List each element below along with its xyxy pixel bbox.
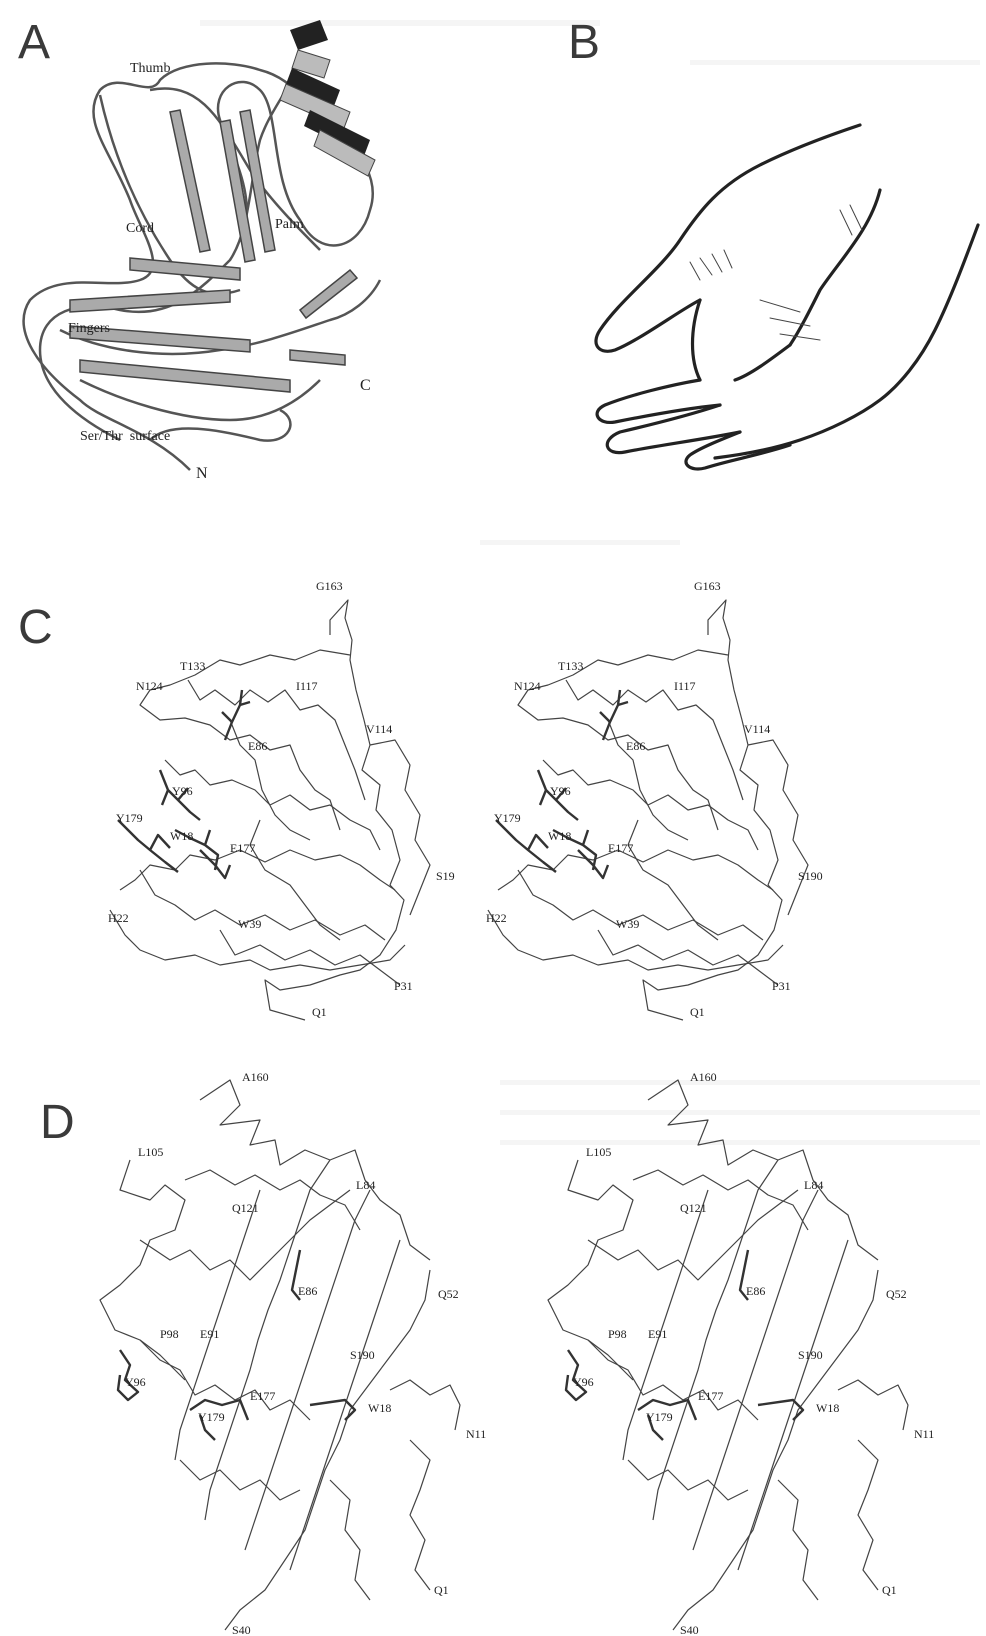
residue-label: Y179 xyxy=(198,1410,225,1424)
panel-a-ribbon-diagram: Thumb Cord Palm Fingers C Ser/Thr surfac… xyxy=(24,20,380,482)
residue-label: T133 xyxy=(558,659,583,673)
label-fingers: Fingers xyxy=(68,321,110,336)
panel-d-right-trace: A160 L105 L84 Q121 E86 Q52 P98 E91 S190 … xyxy=(548,1070,934,1636)
residue-label: Y96 xyxy=(550,784,571,798)
panel-d-letter: D xyxy=(40,1096,75,1149)
residue-label: Q1 xyxy=(690,1005,705,1019)
panel-c-right-trace: G163 T133 N124 I117 V114 E86 Y96 Y179 W1… xyxy=(486,579,823,1020)
residue-label: Q1 xyxy=(434,1583,449,1597)
panel-a-letter: A xyxy=(18,16,50,69)
residue-label: E177 xyxy=(608,841,633,855)
residue-label: W18 xyxy=(368,1401,391,1415)
residue-label: Q52 xyxy=(886,1287,907,1301)
residue-label: Y96 xyxy=(573,1375,594,1389)
residue-label: W39 xyxy=(616,917,639,931)
residue-label: Y96 xyxy=(172,784,193,798)
residue-label: E177 xyxy=(230,841,255,855)
residue-label: I117 xyxy=(674,679,696,693)
beta-strand-icon xyxy=(300,270,357,318)
residue-label: S40 xyxy=(680,1623,699,1636)
residue-label: E177 xyxy=(250,1389,275,1403)
panel-b-letter: B xyxy=(568,16,600,69)
residue-label: G163 xyxy=(694,579,721,593)
panel-b: B xyxy=(568,16,978,469)
residue-label: N11 xyxy=(466,1427,486,1441)
residue-label: S190 xyxy=(798,1348,823,1362)
residue-label: E86 xyxy=(626,739,645,753)
beta-strand-icon xyxy=(290,350,345,365)
residue-label: I117 xyxy=(296,679,318,693)
residue-label: P31 xyxy=(772,979,791,993)
residue-label: Y179 xyxy=(116,811,143,825)
residue-label: H22 xyxy=(486,911,507,925)
residue-label: P31 xyxy=(394,979,413,993)
panel-c-left-trace: G163 T133 N124 I117 V114 E86 Y96 Y179 W1… xyxy=(108,579,455,1020)
residue-label: S19 xyxy=(436,869,455,883)
residue-label: T133 xyxy=(180,659,205,673)
residue-label: W18 xyxy=(170,829,193,843)
residue-label: E86 xyxy=(746,1284,765,1298)
residue-label: P98 xyxy=(160,1327,179,1341)
panel-c-letter: C xyxy=(18,601,53,654)
residue-label: V114 xyxy=(366,722,392,736)
hand-drawing-icon xyxy=(596,125,978,469)
panel-a: A xyxy=(18,16,380,482)
beta-strand-icon xyxy=(70,290,230,312)
residue-label: W39 xyxy=(238,917,261,931)
label-palm: Palm xyxy=(275,217,304,232)
residue-label: Y179 xyxy=(646,1410,673,1424)
residue-label: N124 xyxy=(514,679,541,693)
beta-strand-icon xyxy=(170,110,210,252)
label-c-terminus: C xyxy=(360,377,371,394)
residue-label: L105 xyxy=(138,1145,163,1159)
residue-label: G163 xyxy=(316,579,343,593)
residue-label: E177 xyxy=(698,1389,723,1403)
residue-label: L84 xyxy=(804,1178,823,1192)
label-ser-thr-surface: Ser/Thr surface xyxy=(80,429,170,444)
residue-label: V114 xyxy=(744,722,770,736)
residue-label: E91 xyxy=(200,1327,219,1341)
residue-label: W18 xyxy=(816,1401,839,1415)
label-cord: Cord xyxy=(126,221,154,236)
residue-label: N124 xyxy=(136,679,163,693)
residue-label: Q121 xyxy=(680,1201,707,1215)
beta-strand-icon xyxy=(80,360,290,392)
label-thumb: Thumb xyxy=(130,61,170,76)
residue-label: S190 xyxy=(350,1348,375,1362)
panel-d-left-trace: A160 L105 L84 Q121 E86 Q52 P98 E91 S190 … xyxy=(100,1070,486,1636)
residue-label: N11 xyxy=(914,1427,934,1441)
residue-label: Q1 xyxy=(312,1005,327,1019)
panel-c: C G163 T133 N124 I117 V114 E86 xyxy=(18,579,823,1020)
residue-label: W18 xyxy=(548,829,571,843)
residue-label: Y96 xyxy=(125,1375,146,1389)
residue-label: S190 xyxy=(798,869,823,883)
residue-label: E86 xyxy=(248,739,267,753)
residue-label: A160 xyxy=(242,1070,269,1084)
residue-label: A160 xyxy=(690,1070,717,1084)
residue-label: S40 xyxy=(232,1623,251,1636)
residue-label: L84 xyxy=(356,1178,375,1192)
residue-label: Q52 xyxy=(438,1287,459,1301)
residue-label: E86 xyxy=(298,1284,317,1298)
panel-d: D A160 L105 L84 Q121 E86 xyxy=(40,1070,934,1636)
label-n-terminus: N xyxy=(196,465,208,482)
residue-label: L105 xyxy=(586,1145,611,1159)
residue-label: P98 xyxy=(608,1327,627,1341)
residue-label: H22 xyxy=(108,911,129,925)
residue-label: E91 xyxy=(648,1327,667,1341)
residue-label: Q121 xyxy=(232,1201,259,1215)
helix-icon xyxy=(280,20,375,176)
residue-label: Q1 xyxy=(882,1583,897,1597)
residue-label: Y179 xyxy=(494,811,521,825)
